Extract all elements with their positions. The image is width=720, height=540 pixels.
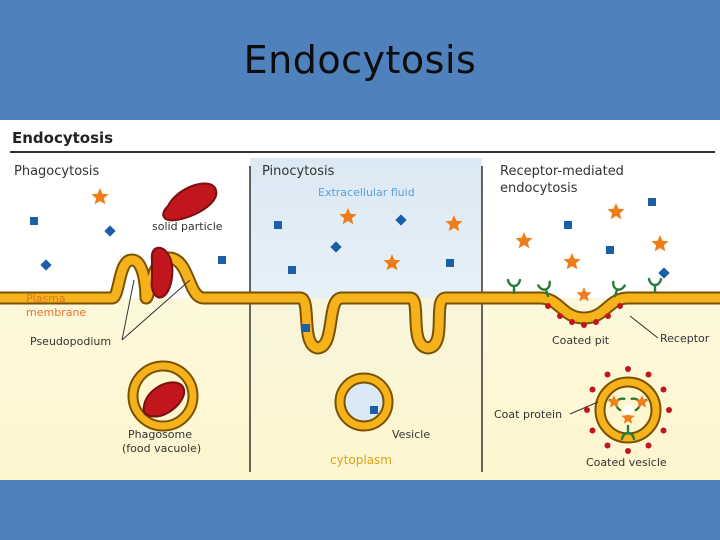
coat-protein-dot bbox=[645, 371, 652, 378]
label-solid-particle: solid particle bbox=[152, 220, 223, 233]
figure-heading: Endocytosis bbox=[12, 129, 113, 147]
molecule-square bbox=[648, 198, 656, 206]
label-coated-pit: Coated pit bbox=[552, 334, 610, 347]
phagosome bbox=[127, 360, 199, 432]
plasma-membrane bbox=[0, 251, 720, 355]
section-title-pinocytosis: Pinocytosis bbox=[262, 164, 335, 179]
label-cytoplasm: cytoplasm bbox=[330, 453, 392, 467]
coat-protein-dot bbox=[660, 427, 667, 434]
coat-protein-dot bbox=[625, 366, 631, 372]
label-pseudopodium: Pseudopodium bbox=[30, 335, 111, 348]
coat-protein-dot bbox=[569, 319, 575, 325]
ligand-star bbox=[339, 208, 357, 225]
coat-protein-dot bbox=[645, 442, 652, 449]
molecule-square bbox=[446, 259, 454, 267]
coat-protein-dot bbox=[625, 448, 631, 454]
receptor-leader-line bbox=[629, 315, 659, 339]
coat-protein-dot bbox=[666, 407, 672, 413]
receptor-icon bbox=[537, 280, 551, 298]
ligand-star bbox=[607, 203, 625, 220]
section-title-receptor-line1: Receptor-mediated bbox=[500, 164, 624, 179]
ligand-star bbox=[621, 411, 635, 424]
ligand-star bbox=[91, 188, 109, 205]
endocytosis-figure: Endocytosis Phagocytosis Pinocytosis Rec… bbox=[0, 120, 720, 480]
pseudopodium-leader-lines bbox=[121, 279, 191, 341]
section-title-phagocytosis: Phagocytosis bbox=[14, 164, 100, 179]
label-phagosome-line1: Phagosome bbox=[128, 428, 192, 441]
molecule-square bbox=[30, 217, 38, 225]
coat-protein-dot bbox=[545, 303, 551, 309]
endocytosis-diagram: Endocytosis Phagocytosis Pinocytosis Rec… bbox=[0, 129, 720, 480]
engulfed-particle bbox=[150, 246, 174, 299]
section-title-receptor-line2: endocytosis bbox=[500, 181, 578, 196]
ligand-star bbox=[576, 287, 592, 302]
slide-title: Endocytosis bbox=[243, 38, 477, 82]
label-plasma-line2: membrane bbox=[26, 306, 86, 319]
ligand-star bbox=[383, 254, 401, 271]
pinocytosis-vesicle bbox=[334, 372, 394, 432]
coat-protein-dot bbox=[617, 303, 623, 309]
label-extracellular-fluid: Extracellular fluid bbox=[318, 186, 415, 199]
molecule-square bbox=[564, 221, 572, 229]
coat-protein-dot bbox=[605, 313, 611, 319]
ligand-star bbox=[651, 235, 669, 252]
receptor-icon bbox=[506, 278, 522, 295]
molecule-square bbox=[274, 221, 282, 229]
ligand-star bbox=[563, 253, 581, 270]
label-vesicle: Vesicle bbox=[392, 428, 430, 441]
ligand-star bbox=[515, 232, 533, 249]
molecule-square bbox=[302, 324, 310, 332]
coat-protein-dot bbox=[589, 427, 596, 434]
molecule-square bbox=[218, 256, 226, 264]
vesicle-center bbox=[623, 405, 633, 415]
label-coated-vesicle: Coated vesicle bbox=[586, 456, 667, 469]
molecule-square bbox=[606, 246, 614, 254]
ligand-star bbox=[635, 395, 649, 408]
coat-protein-dot bbox=[557, 313, 563, 319]
label-phagosome-line2: (food vacuole) bbox=[122, 442, 201, 455]
coat-protein-leader-line bbox=[569, 401, 599, 415]
label-plasma-line1: Plasma bbox=[26, 292, 66, 305]
receptor-icon bbox=[620, 424, 636, 441]
molecule-square bbox=[370, 406, 378, 414]
coat-protein-dot bbox=[589, 386, 596, 393]
molecule-marks bbox=[30, 188, 672, 454]
receptor-icon bbox=[612, 280, 626, 298]
coat-protein-dot bbox=[660, 386, 667, 393]
coat-protein-dot bbox=[593, 319, 599, 325]
molecule-square bbox=[288, 266, 296, 274]
label-coat-protein: Coat protein bbox=[494, 408, 562, 421]
receptor-icon bbox=[647, 277, 663, 294]
ligand-star bbox=[607, 395, 621, 408]
ligand-star bbox=[445, 215, 463, 232]
coat-protein-dot bbox=[584, 407, 590, 413]
molecule-square bbox=[658, 267, 670, 279]
molecule-square bbox=[40, 259, 52, 271]
coat-protein-dot bbox=[604, 371, 611, 378]
coat-protein-dot bbox=[581, 322, 587, 328]
label-receptor: Receptor bbox=[660, 332, 710, 345]
coat-protein-dot bbox=[604, 442, 611, 449]
solid-particle bbox=[162, 182, 218, 222]
